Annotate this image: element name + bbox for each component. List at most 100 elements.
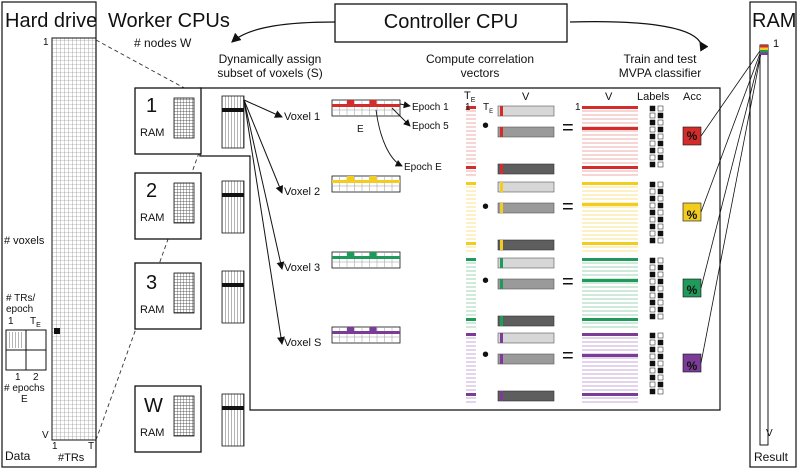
nodes-label: # nodes W — [134, 36, 192, 50]
matrix-e-label: E — [357, 124, 364, 135]
train-line1: Train and test — [623, 52, 697, 66]
te-stripe — [466, 174, 476, 176]
result-stripe — [582, 349, 638, 351]
label-cell — [649, 188, 656, 195]
te-stripe — [466, 250, 476, 252]
acc-to-ram-line — [700, 47, 763, 137]
label-cell — [657, 202, 664, 209]
result-stripe — [582, 194, 638, 196]
label-cell — [649, 112, 656, 119]
v-bar-light — [497, 105, 555, 117]
hd-te-label: TE — [30, 316, 41, 329]
worker-3-id: 3 — [146, 272, 158, 294]
te-stripe — [466, 306, 476, 308]
matrix-highlight-cell — [369, 252, 377, 259]
result-stripe — [582, 174, 638, 176]
te-stripe — [466, 206, 476, 208]
label-cell — [649, 161, 656, 168]
te-stripe — [466, 262, 476, 264]
te-bottom — [466, 318, 476, 321]
arrow-classifier-to-controller — [569, 21, 709, 52]
te-stripe — [466, 373, 476, 375]
result-stripe — [582, 302, 638, 304]
dot-op-3: • — [482, 270, 490, 292]
result-stripe — [582, 314, 638, 316]
col-one-b: 1 — [575, 102, 581, 113]
assign-arrow — [243, 99, 285, 345]
label-cell — [649, 257, 656, 264]
te-stripe — [466, 210, 476, 212]
epoch-5-label: Epoch 5 — [412, 121, 449, 132]
result-stripe — [582, 122, 638, 124]
hd-voxels-label: # voxels — [4, 235, 45, 247]
col-v2-header: V — [605, 91, 613, 103]
v-bar-mark — [500, 354, 503, 364]
result-stripe — [582, 298, 638, 300]
matrix-highlight-cell — [347, 176, 354, 183]
te-bottom — [466, 393, 476, 396]
ram-panel — [749, 1, 797, 468]
label-cell — [649, 353, 656, 360]
result-stripe — [582, 150, 638, 152]
ram-v-label: V — [766, 428, 773, 439]
label-cell — [649, 292, 656, 299]
v-bar-mark — [500, 333, 503, 343]
assign-line2: subset of voxels (S) — [217, 66, 323, 80]
label-cell — [657, 388, 664, 395]
ram-result-mark — [760, 45, 768, 48]
result-stripe — [582, 322, 638, 324]
result-stripe — [582, 218, 638, 220]
te-stripe — [466, 122, 476, 124]
v-bar-mark — [500, 182, 503, 192]
worker-node-3 — [134, 262, 245, 330]
v-bar-mark — [500, 106, 503, 116]
te-stripe — [466, 190, 476, 192]
voxel-matrix — [331, 99, 401, 117]
te-stripe — [466, 110, 476, 112]
v-bar-dark — [497, 239, 555, 251]
te-stripe — [466, 314, 476, 316]
label-cell — [649, 285, 656, 292]
te-stripe — [466, 349, 476, 351]
matrix-highlight-cell — [369, 327, 377, 334]
label-cell — [657, 299, 664, 306]
te-stripe — [466, 357, 476, 359]
te-stripe — [466, 282, 476, 284]
voxel-block-3 — [243, 47, 763, 328]
workers-layer — [134, 87, 245, 453]
label-cell — [649, 230, 656, 237]
result-stripe — [582, 162, 638, 164]
v-bar-light — [497, 181, 555, 193]
label-cell — [649, 332, 656, 339]
label-cell — [649, 133, 656, 140]
result-stripe — [582, 345, 638, 347]
label-cell — [649, 271, 656, 278]
result-stripe — [582, 381, 638, 383]
acc-to-ram-line — [700, 47, 763, 213]
label-cell — [657, 313, 664, 320]
result-stripe — [582, 341, 638, 343]
label-cell — [657, 346, 664, 353]
te-stripe — [466, 138, 476, 140]
result-stripe — [582, 274, 638, 276]
v-bar-mark — [500, 279, 503, 289]
v-bar-mark — [500, 258, 503, 268]
te-stripe — [466, 278, 476, 280]
matrix-highlight-cell — [347, 100, 354, 107]
te-top — [466, 258, 476, 261]
label-cell — [649, 140, 656, 147]
te-stripe — [466, 302, 476, 304]
worker-w-ram: RAM — [140, 427, 165, 439]
result-row-bottom — [582, 393, 638, 396]
label-cell — [649, 119, 656, 126]
result-row-mid — [582, 279, 638, 282]
ram-result-mark — [760, 47, 768, 50]
voxel-s-label: Voxel S — [284, 337, 322, 349]
worker-subset-strip — [221, 95, 245, 149]
voxel-matrix — [331, 326, 401, 344]
v-bar-mark — [500, 391, 503, 401]
hd-epoch-col1: 1 — [15, 372, 21, 383]
matrix-highlight-cell — [369, 100, 377, 107]
label-cell — [657, 339, 664, 346]
